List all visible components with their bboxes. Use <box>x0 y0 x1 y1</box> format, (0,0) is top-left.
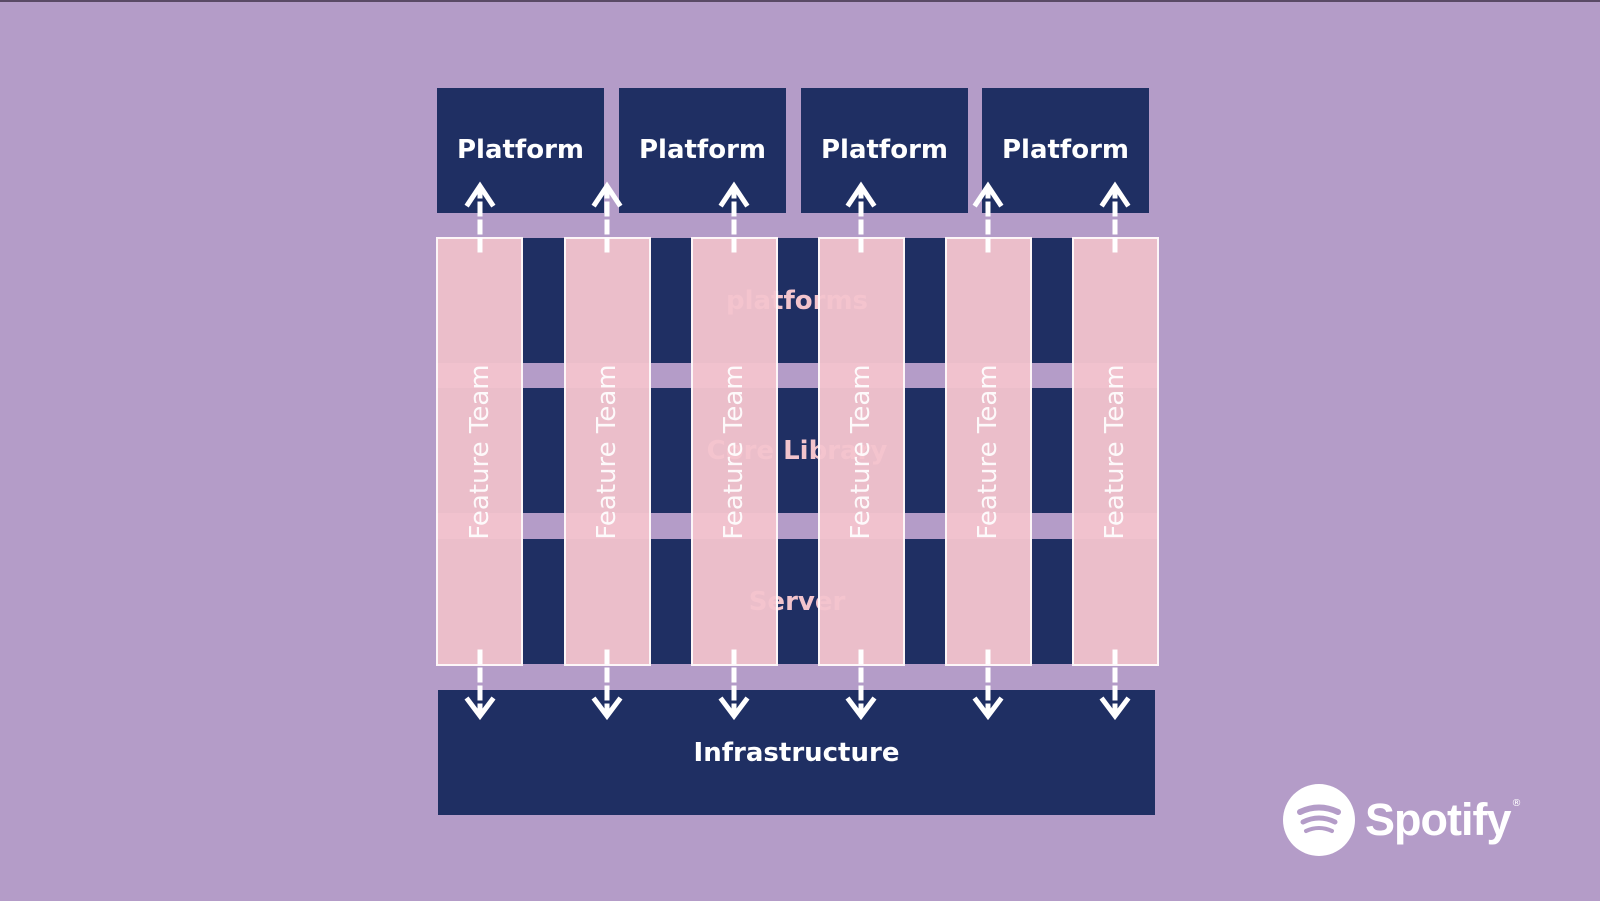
infrastructure-box: Infrastructure <box>438 690 1155 815</box>
platform-label-1: Platform <box>456 134 585 165</box>
layer-band-server: Server <box>436 539 1158 664</box>
feature-team-column-4 <box>818 237 905 666</box>
layer-band-platforms: platforms <box>436 238 1158 363</box>
feature-team-label-2: Feature Team <box>592 364 622 540</box>
platform-label-2: Platform <box>638 134 767 165</box>
feature-team-column-2 <box>564 237 651 666</box>
platform-box-2: Platform <box>619 88 786 213</box>
spotify-icon <box>1283 784 1355 856</box>
spotify-wordmark: Spotify <box>1365 794 1511 845</box>
feature-team-label-4: Feature Team <box>846 364 876 540</box>
layer-band-core-library: Core Library <box>436 388 1158 513</box>
top-border-line <box>0 0 1600 2</box>
feature-team-column-6 <box>1072 237 1159 666</box>
feature-team-label-1: Feature Team <box>465 364 495 540</box>
feature-team-label-5: Feature Team <box>973 364 1003 540</box>
platform-box-4: Platform <box>982 88 1149 213</box>
platform-label-3: Platform <box>820 134 949 165</box>
feature-team-column-1 <box>436 237 523 666</box>
platform-label-4: Platform <box>1001 134 1130 165</box>
feature-team-column-3 <box>691 237 778 666</box>
feature-team-label-3: Feature Team <box>719 364 749 540</box>
registered-mark: ® <box>1511 798 1522 809</box>
spotify-logo: Spotify ® <box>1283 784 1522 856</box>
infrastructure-label: Infrastructure <box>693 737 900 768</box>
platform-box-1: Platform <box>437 88 604 213</box>
platform-box-3: Platform <box>801 88 968 213</box>
feature-team-label-6: Feature Team <box>1100 364 1130 540</box>
feature-team-column-5 <box>945 237 1032 666</box>
